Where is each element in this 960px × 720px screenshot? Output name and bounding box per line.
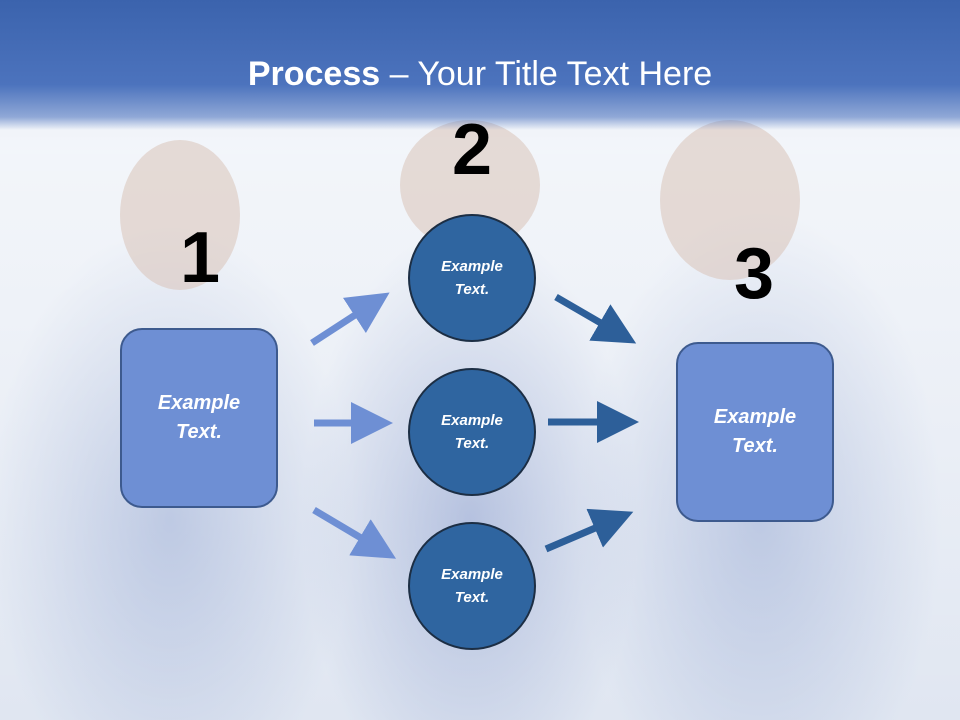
right-box-line2: Text. [732,435,778,457]
right-box-line1: Example [713,406,797,428]
circle-middle-line2: Text. [454,435,490,452]
arrow-circle-bottom-to-right [544,508,634,553]
left-step-box: Example Text. [120,328,278,508]
title-bold: Process [247,55,381,93]
circle-top-line2: Text. [454,281,490,298]
circle-step-top: Example Text. [408,214,536,342]
circle-middle-line1: Example [441,412,503,429]
left-box-line1: Example [157,392,241,414]
step-number-2: 2 [451,110,493,190]
right-step-box: Example Text. [676,342,834,522]
circle-top-line1: Example [441,258,503,275]
page-title: Process – Your Title Text Here [0,52,960,96]
circle-bottom-line2: Text. [454,589,490,606]
title-banner [0,0,960,130]
circle-bottom-line1: Example [441,566,503,583]
circle-step-bottom: Example Text. [408,522,536,650]
step-number-3: 3 [733,234,775,314]
circle-step-middle: Example Text. [408,368,536,496]
step-number-1: 1 [179,218,221,298]
arrow-left-to-circle-top [310,292,390,346]
person-right-head [660,120,800,280]
arrow-circle-top-to-right [554,293,637,344]
person-left-head [120,140,240,290]
arrow-left-to-circle-bottom [312,506,397,559]
title-rest: – Your Title Text Here [380,55,713,93]
left-box-line2: Text. [176,421,222,443]
